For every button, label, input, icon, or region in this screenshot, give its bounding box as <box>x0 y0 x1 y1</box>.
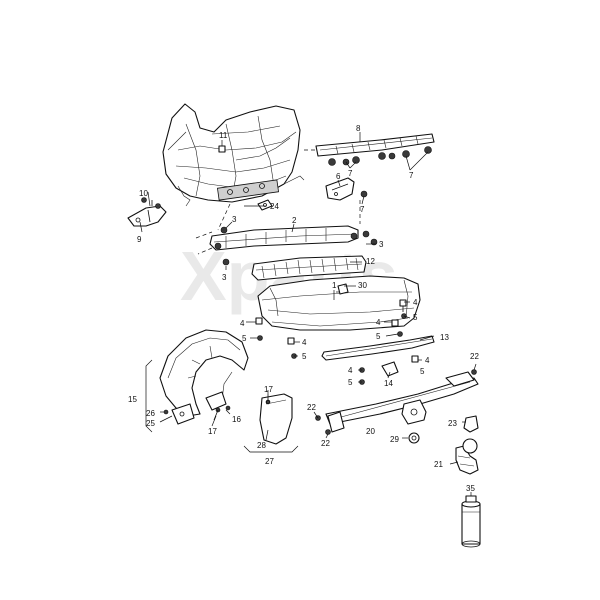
callout-25: 25 <box>146 419 155 428</box>
mud-flap-part-28 <box>259 393 293 445</box>
callout-5f: 5 <box>420 367 425 376</box>
bracket-part-9 <box>127 200 167 227</box>
callout-17b: 17 <box>264 385 273 394</box>
guide-lines <box>195 149 361 255</box>
ball-coupling-part-21 <box>455 438 479 475</box>
clip-part-24 <box>257 199 273 211</box>
callout-6: 6 <box>336 172 341 181</box>
nut-part-29 <box>408 432 420 444</box>
callout-12: 12 <box>366 257 375 266</box>
tow-bar-part-20 <box>325 371 479 433</box>
callout-5d: 5 <box>302 352 307 361</box>
callout-5a: 5 <box>413 313 418 322</box>
callout-14: 14 <box>384 379 393 388</box>
callout-35: 35 <box>466 484 475 493</box>
callout-30: 30 <box>358 281 367 290</box>
callout-15: 15 <box>128 395 137 404</box>
callout-5c: 5 <box>242 334 247 343</box>
callout-26: 26 <box>146 409 155 418</box>
energy-absorber-part-12 <box>251 255 367 281</box>
callout-4e: 4 <box>425 356 430 365</box>
callout-7-lower: 7 <box>360 205 365 214</box>
impact-beam-part-2 <box>209 225 359 251</box>
fasteners <box>141 197 477 435</box>
callout-22c: 22 <box>321 439 330 448</box>
callout-13: 13 <box>440 333 449 342</box>
wheel-housing-liner-part-15 <box>159 329 249 425</box>
callout-10: 10 <box>139 189 148 198</box>
callout-11: 11 <box>219 131 228 140</box>
callout-2: 2 <box>292 216 297 225</box>
callout-8: 8 <box>356 124 361 133</box>
callout-3b: 3 <box>379 240 384 249</box>
callout-9: 9 <box>137 235 142 244</box>
callout-20: 20 <box>366 427 375 436</box>
callout-labels: 11 10 9 8 7 7 6 7 24 3 2 3 3 12 1 30 4 5… <box>128 124 479 493</box>
leader-lines <box>139 132 477 496</box>
callout-17a: 17 <box>208 427 217 436</box>
callout-4b: 4 <box>376 318 381 327</box>
callout-5e: 5 <box>348 378 353 387</box>
callout-3a: 3 <box>232 215 237 224</box>
callout-7a: 7 <box>409 171 414 180</box>
callout-4f: 4 <box>348 366 353 375</box>
callout-4a: 4 <box>413 298 418 307</box>
group-bracket-15 <box>145 359 153 433</box>
guide-rail-part-8 <box>315 133 435 166</box>
callout-28: 28 <box>257 441 266 450</box>
cap-part-14 <box>381 361 399 377</box>
rear-body-structure <box>162 103 305 207</box>
callout-7b: 7 <box>348 169 353 178</box>
bracket-part-6 <box>325 177 368 201</box>
callout-29: 29 <box>390 435 399 444</box>
callout-24: 24 <box>270 202 279 211</box>
callout-27: 27 <box>265 457 274 466</box>
group-bracket-27 <box>243 445 299 453</box>
callout-22b: 22 <box>307 403 316 412</box>
spray-can-part-35 <box>461 495 481 548</box>
callout-5b: 5 <box>376 332 381 341</box>
callout-23: 23 <box>448 419 457 428</box>
callout-21: 21 <box>434 460 443 469</box>
callout-3c: 3 <box>222 273 227 282</box>
callout-1: 1 <box>332 281 337 290</box>
trim-strip-part-13 <box>321 335 435 361</box>
clip-part-11 <box>218 145 226 153</box>
callout-16: 16 <box>232 415 241 424</box>
callout-4c: 4 <box>240 319 245 328</box>
callout-4d: 4 <box>302 338 307 347</box>
cap-part-23 <box>463 415 479 433</box>
callout-22a: 22 <box>470 352 479 361</box>
